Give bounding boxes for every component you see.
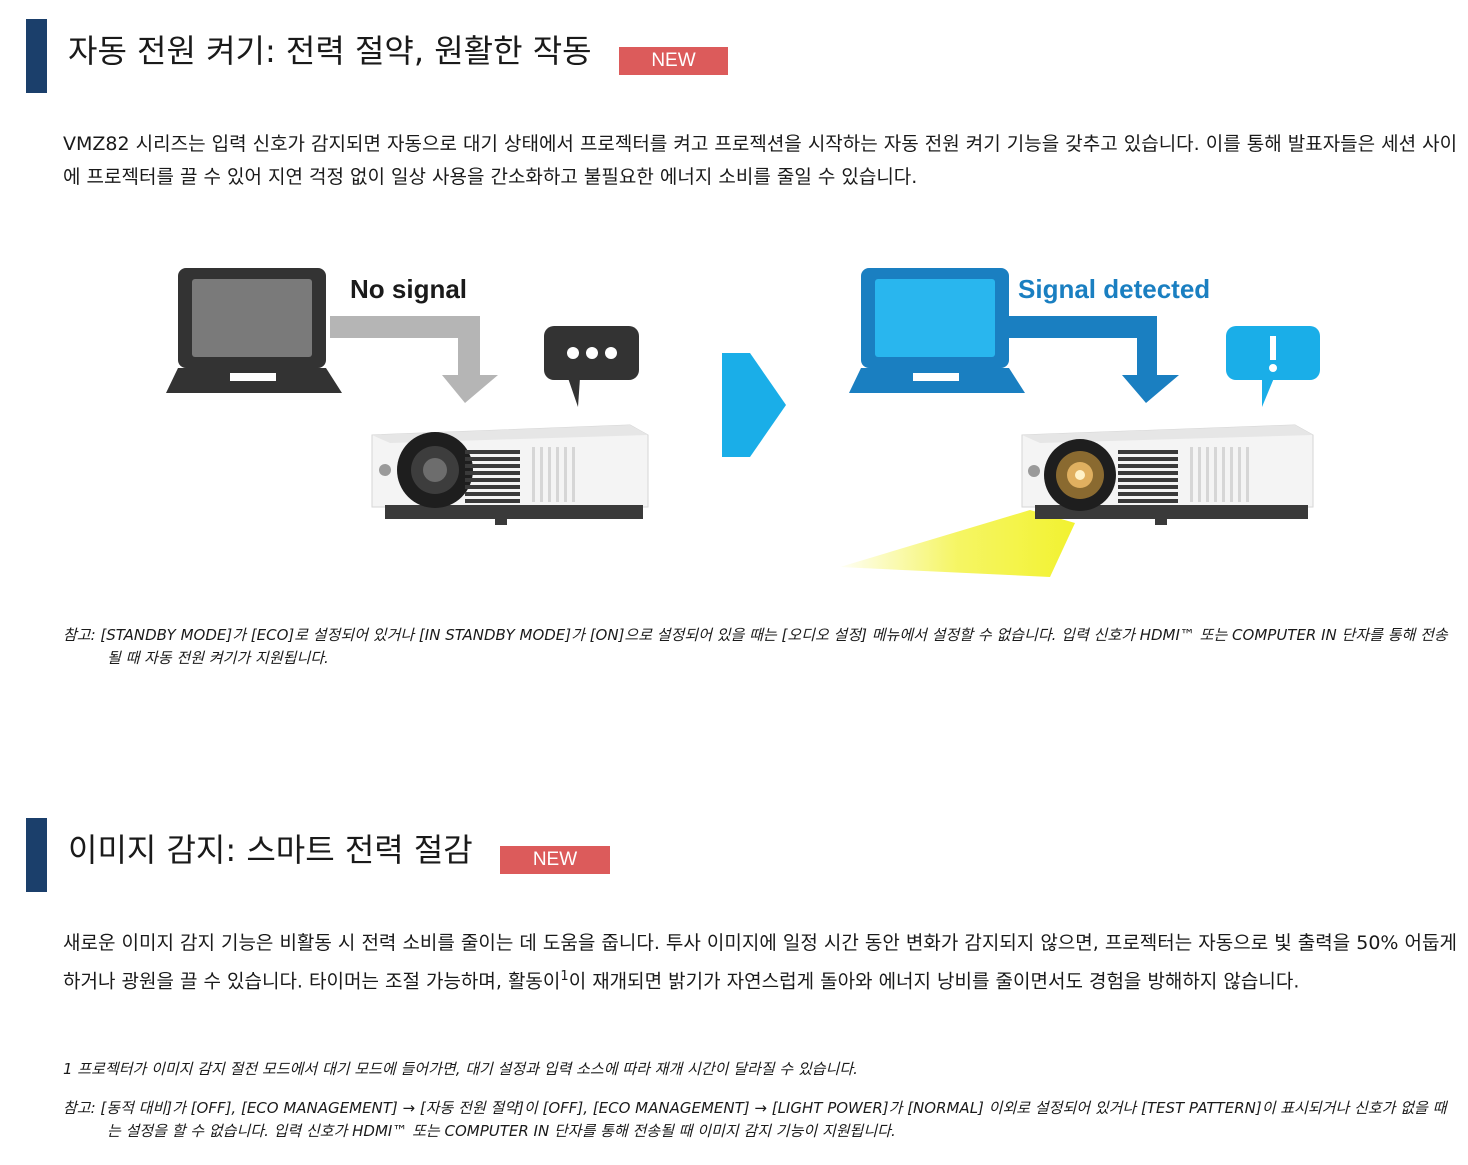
footnote: 1 프로젝터가 이미지 감지 절전 모드에서 대기 모드에 들어가면, 대기 설…: [63, 1060, 858, 1078]
section-body: VMZ82 시리즈는 입력 신호가 감지되면 자동으로 대기 상태에서 프로젝터…: [63, 133, 1458, 188]
new-badge: NEW: [619, 47, 728, 75]
transition-arrow-icon: [722, 353, 786, 457]
signal-detected-label: Signal detected: [1018, 274, 1210, 304]
speech-bubble-alert-icon: [1226, 326, 1320, 407]
accent-bar: [26, 19, 47, 93]
footnote-ref: 1: [560, 969, 569, 984]
signal-arrow-gray: [330, 316, 498, 403]
projection-light-beam: [840, 510, 1075, 577]
accent-bar: [26, 818, 47, 892]
laptop-idle-icon: [166, 268, 342, 393]
section-note: 참고: [동적 대비]가 [OFF], [ECO MANAGEMENT] → […: [63, 1099, 1447, 1140]
new-badge: NEW: [500, 846, 610, 874]
signal-arrow-blue: [1005, 316, 1179, 403]
section-note: 참고: [STANDBY MODE]가 [ECO]로 설정되어 있거나 [IN …: [63, 626, 1448, 667]
section-title: 이미지 감지: 스마트 전력 절감: [68, 831, 473, 869]
section-title: 자동 전원 켜기: 전력 절약, 원활한 작동: [68, 32, 592, 70]
no-signal-label: No signal: [350, 274, 467, 304]
laptop-active-icon: [849, 268, 1025, 393]
speech-bubble-dots-icon: [544, 326, 639, 407]
projector-idle-icon: [371, 424, 649, 525]
projector-active-icon: [1021, 424, 1314, 525]
section-body: 새로운 이미지 감지 기능은 비활동 시 전력 소비를 줄이는 데 도움을 줍니…: [63, 932, 1457, 993]
auto-power-on-illustration: No signal Si: [166, 268, 1320, 577]
